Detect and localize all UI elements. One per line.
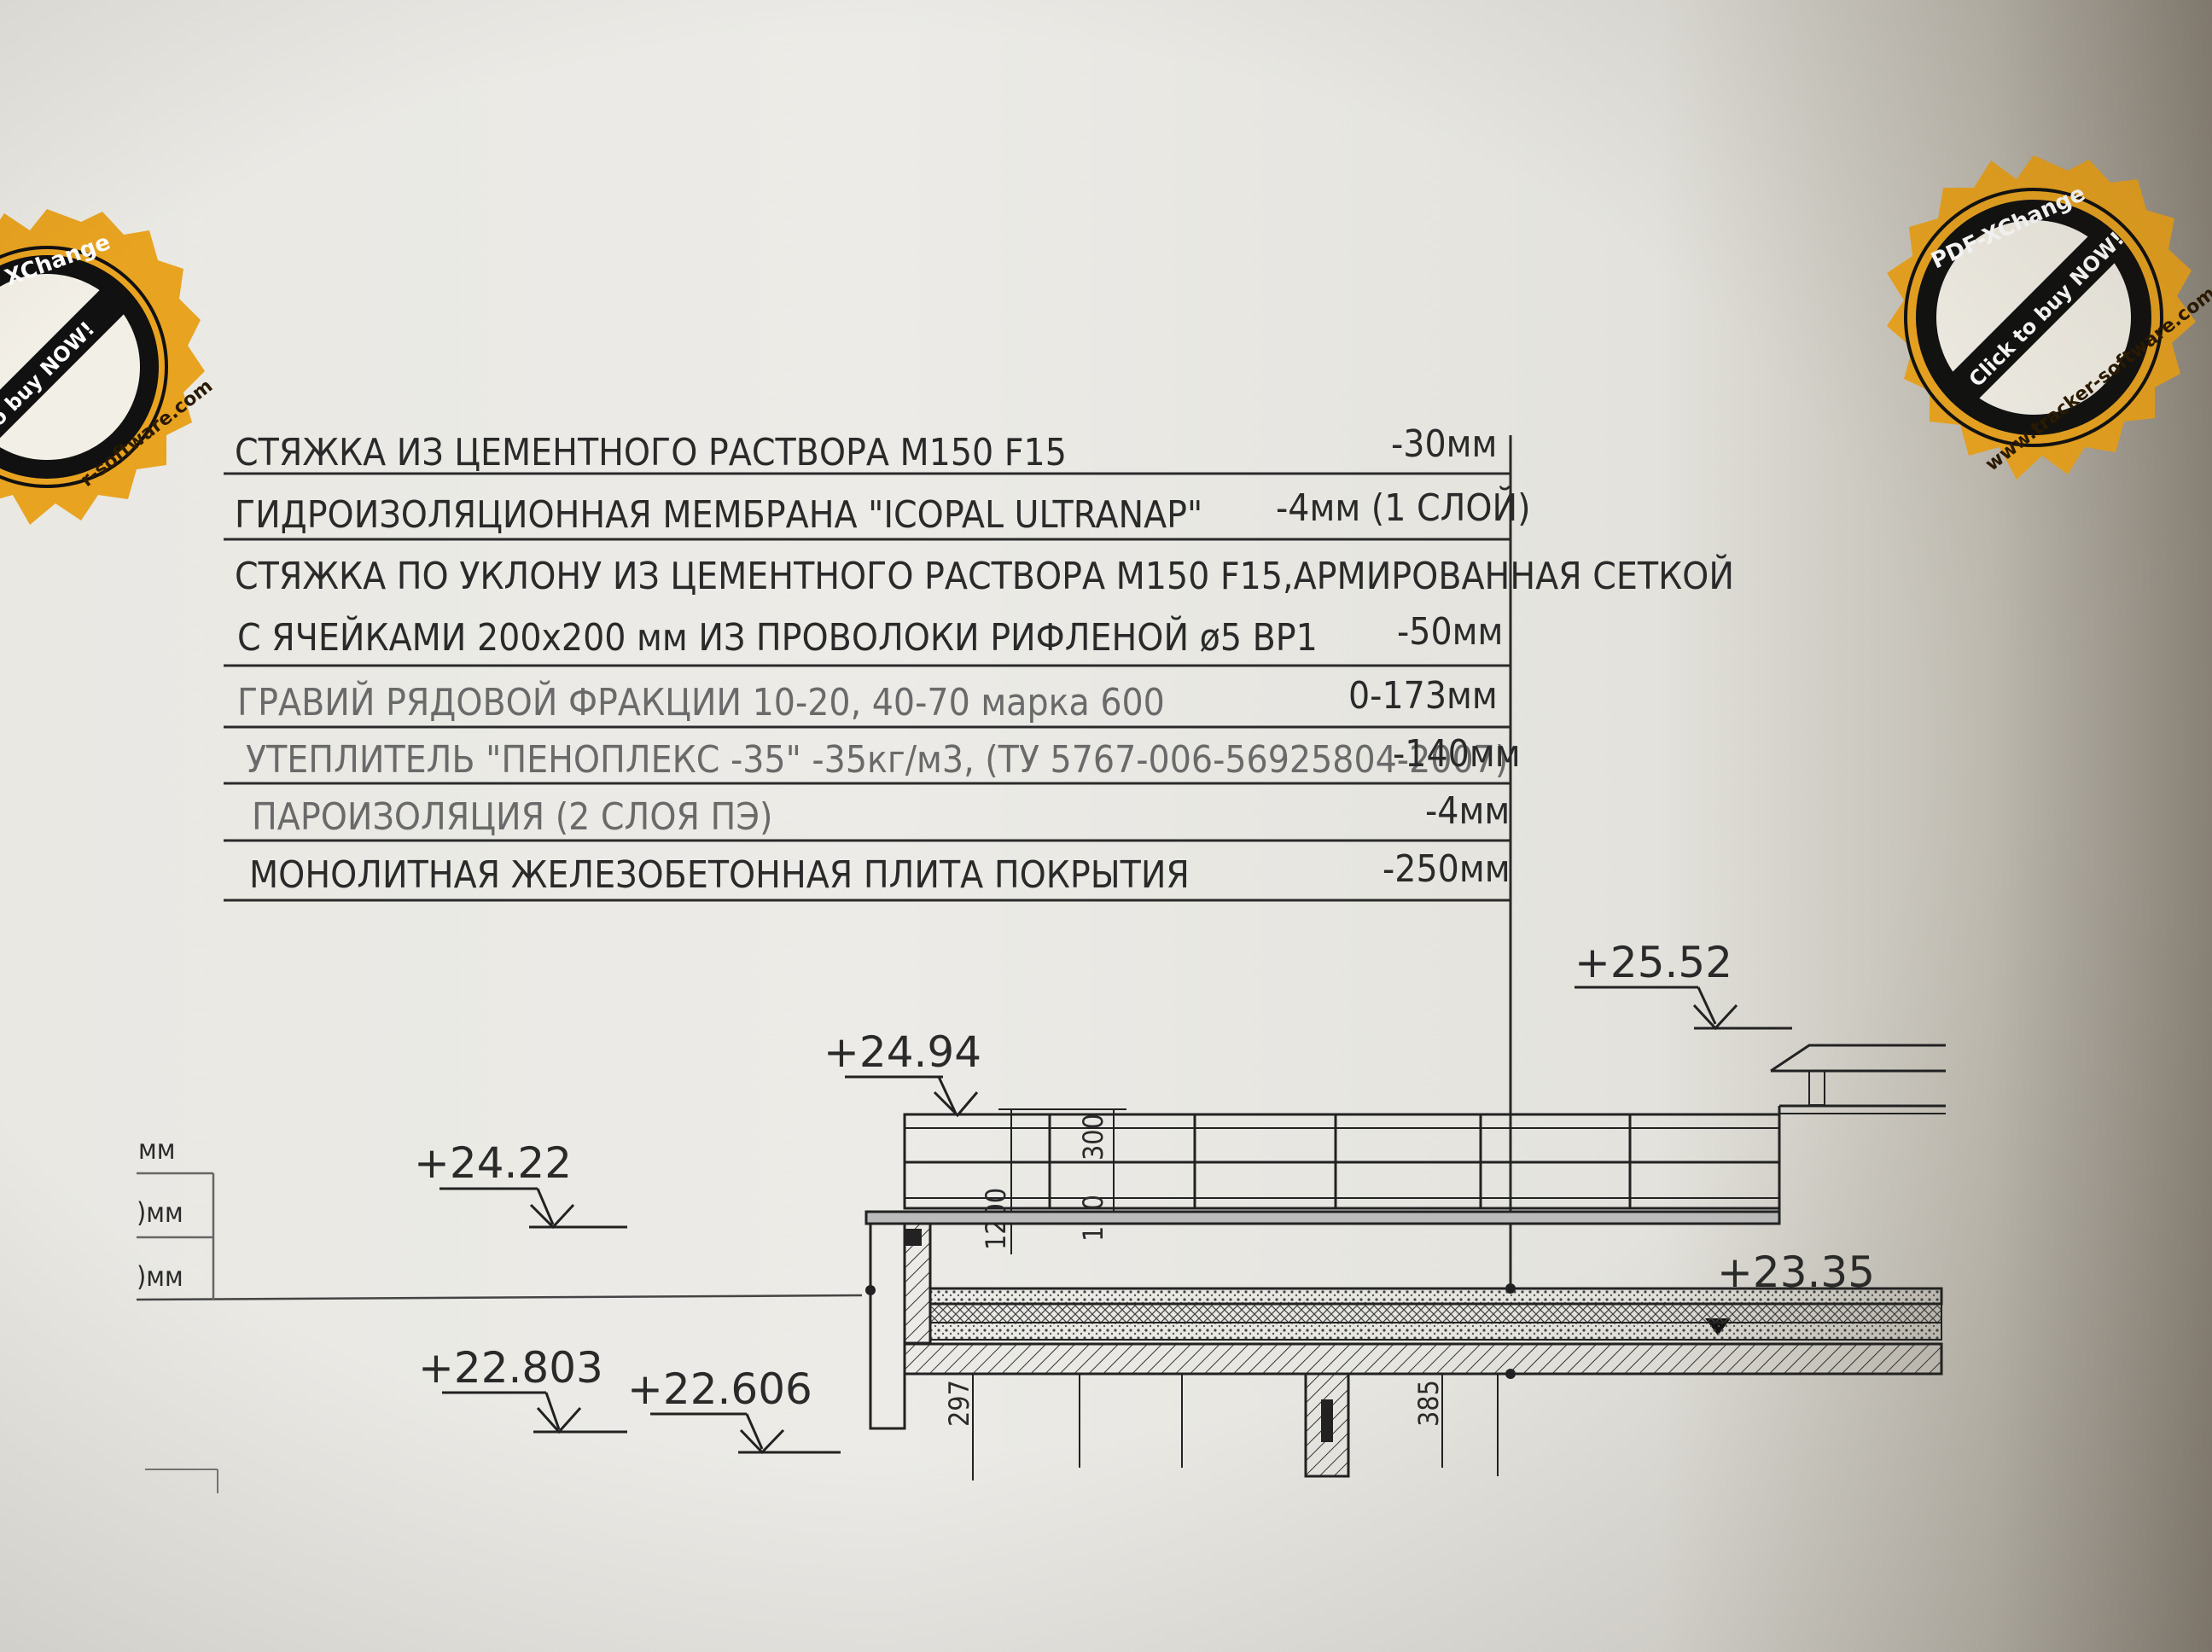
elevation-label: +24.94 [824,1027,981,1077]
dimension-300: 300 [1077,1114,1109,1160]
layer-3-thickness: -50мм [1397,610,1503,654]
layer-5-name: УТЕПЛИТЕЛЬ "ПЕНОПЛЕКС -35" -35кг/м3, (ТУ… [246,738,1508,782]
left-table-fragment: мм )мм )мм [136,1133,863,1493]
layer-1-name: СТЯЖКА ИЗ ЦЕМЕНТНОГО РАСТВОРА М150 F15 [235,431,1067,474]
layer-4-name: ГРАВИЙ РЯДОВОЙ ФРАКЦИИ 10-20, 40-70 марк… [237,679,1165,724]
layer-6-thickness: -4мм [1425,789,1510,833]
elevation-mark-25-52: +25.52 [1575,938,1792,1031]
elevation-label: +25.52 [1575,938,1732,987]
layer-7-name: МОНОЛИТНАЯ ЖЕЛЕЗОБЕТОННАЯ ПЛИТА ПОКРЫТИЯ [249,853,1190,897]
layer-7-thickness: -250мм [1382,847,1511,891]
elevation-label: +24.22 [414,1138,572,1188]
left-row-1: мм [138,1133,175,1166]
watermark-stamp-left: XChange o buy NOW! r-software.com [0,209,217,525]
elevation-mark-22-606: +22.606 [627,1364,841,1455]
elevation-mark-24-94: +24.94 [824,1027,981,1118]
layer-6-name: ПАРОИЗОЛЯЦИЯ (2 СЛОЯ ПЭ) [252,795,772,839]
layer-1-thickness: -30мм [1391,422,1497,466]
roof-section-drawing: 300 1200 100 297 385 [864,1044,1946,1480]
elevation-label: +22.803 [418,1343,603,1393]
layer-2-name: ГИДРОИЗОЛЯЦИОННАЯ МЕМБРАНА "ICOPAL ULTRA… [235,493,1202,537]
layer-3-name: СТЯЖКА ПО УКЛОНУ ИЗ ЦЕМЕНТНОГО РАСТВОРА … [235,553,1734,598]
layer-3-name-line2: С ЯЧЕЙКАМИ 200х200 мм ИЗ ПРОВОЛОКИ РИФЛЕ… [237,614,1318,660]
elevation-label: +22.606 [627,1364,812,1414]
layer-spec-table: СТЯЖКА ИЗ ЦЕМЕНТНОГО РАСТВОРА М150 F15 -… [224,422,1734,1293]
left-row-2: )мм [137,1196,183,1229]
layer-5-thickness: -140мм [1393,732,1521,776]
elevation-mark-22-803: +22.803 [418,1343,627,1434]
dimension-297: 297 [943,1380,975,1427]
watermark-stamp-right: PDF-XChange Click to buy NOW! www.tracke… [1887,155,2212,480]
layer-2-thickness: -4мм (1 СЛОЙ) [1276,485,1531,530]
left-row-3: )мм [137,1260,183,1293]
elevation-mark-24-22: +24.22 [414,1138,627,1230]
layer-4-thickness: 0-173мм [1348,674,1498,718]
dimension-385: 385 [1412,1380,1445,1427]
